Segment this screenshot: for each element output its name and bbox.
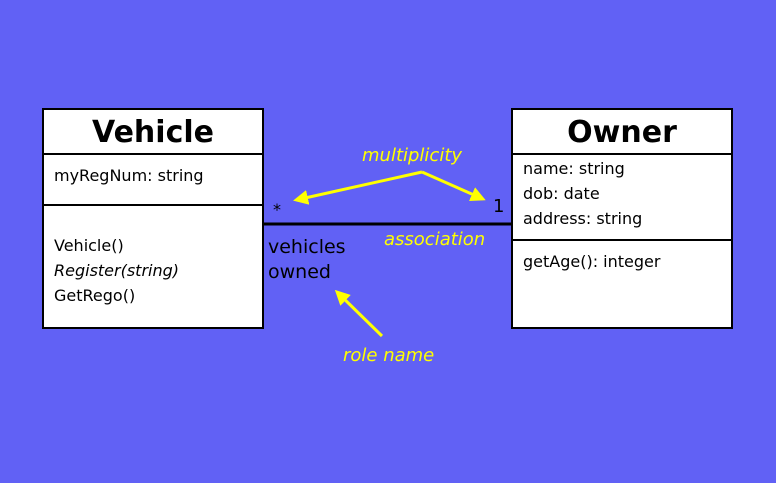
class-vehicle-operations: Vehicle() Register(string) GetRego(): [44, 206, 262, 308]
class-owner-operations: getAge(): integer: [513, 241, 731, 274]
class-vehicle: Vehicle myRegNum: string Vehicle() Regis…: [42, 108, 264, 329]
vehicle-operation: Register(string): [54, 261, 180, 280]
multiplicity-arrow-right: [421, 170, 486, 202]
role-name-line: vehicles: [268, 236, 346, 258]
owner-operation: getAge(): integer: [523, 252, 661, 271]
class-owner: Owner name: string dob: date address: st…: [511, 108, 733, 329]
multiplicity-annotation: multiplicity: [362, 145, 463, 166]
role-name-arrow: [334, 289, 384, 338]
vehicle-operation: Vehicle(): [54, 236, 124, 255]
role-name-annotation: role name: [343, 345, 435, 366]
class-owner-name: Owner: [513, 110, 731, 155]
role-name-line: owned: [268, 261, 331, 283]
class-vehicle-name: Vehicle: [44, 110, 262, 155]
role-name-label: vehicles owned: [268, 235, 346, 285]
multiplicity-vehicle-end: *: [273, 200, 281, 219]
owner-attribute: dob: date: [523, 184, 600, 203]
owner-attribute: address: string: [523, 209, 643, 228]
class-owner-attributes: name: string dob: date address: string: [513, 155, 731, 241]
vehicle-operation: GetRego(): [54, 286, 136, 305]
vehicle-attribute: myRegNum: string: [54, 166, 204, 185]
multiplicity-arrow-left: [293, 170, 423, 205]
association-label: association: [384, 229, 486, 250]
owner-attribute: name: string: [523, 159, 625, 178]
multiplicity-owner-end: 1: [493, 196, 505, 217]
class-vehicle-attributes: myRegNum: string: [44, 155, 262, 206]
